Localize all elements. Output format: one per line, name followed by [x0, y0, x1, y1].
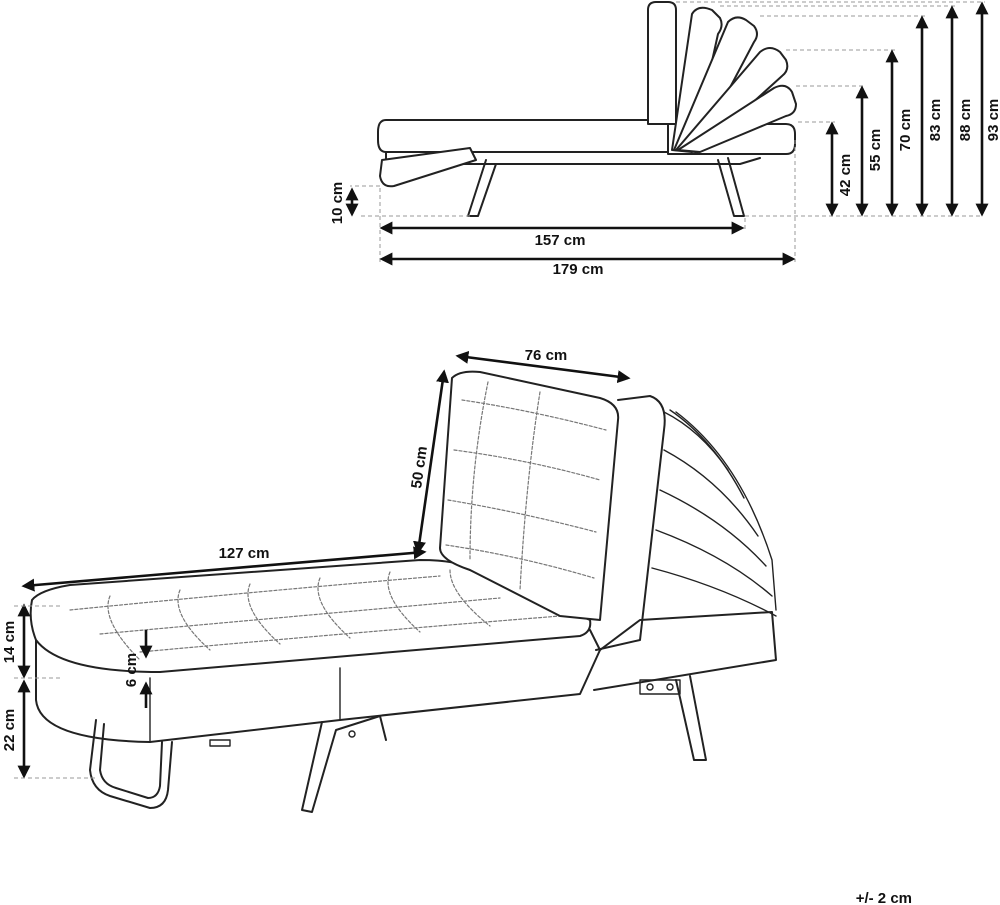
tolerance-note: +/- 2 cm: [856, 890, 912, 905]
label-22cm: 22 cm: [1, 709, 18, 752]
label-50cm: 50 cm: [408, 445, 431, 489]
side-view: 10 cm 157 cm 179 cm 42 cm 55 cm 70 cm 83…: [329, 1, 1000, 278]
persp-back-frame: [595, 395, 666, 651]
persp-backrest-tufting: [445, 381, 607, 591]
label-70cm: 70 cm: [897, 109, 914, 152]
label-127cm: 127 cm: [219, 545, 270, 562]
perspective-view: 76 cm 50 cm 127 cm 14 cm 6 cm 22 cm: [1, 347, 777, 813]
dim-127cm-arrow: [21, 546, 427, 592]
label-76cm: 76 cm: [525, 347, 568, 364]
persp-backrest-positions: [651, 409, 777, 617]
side-backrest: [647, 1, 677, 125]
side-backrest-positions: [671, 6, 797, 153]
persp-base: [35, 627, 601, 743]
side-leg-rest: [379, 147, 477, 188]
side-leg-right: [717, 157, 745, 217]
label-42cm: 42 cm: [837, 154, 854, 197]
dim-76cm-arrow: [455, 350, 631, 384]
side-seat-cushion: [377, 119, 671, 153]
side-leg-left: [467, 159, 497, 217]
label-14cm: 14 cm: [1, 621, 18, 664]
label-157cm: 157 cm: [535, 232, 586, 249]
persp-base-right: [593, 611, 777, 691]
label-55cm: 55 cm: [867, 129, 884, 172]
dim-50cm-arrow: [413, 369, 449, 555]
label-6cm: 6 cm: [123, 653, 140, 687]
label-93cm: 93 cm: [985, 99, 1000, 142]
label-10cm: 10 cm: [329, 182, 346, 225]
persp-leg-middle: [301, 715, 387, 813]
label-179cm: 179 cm: [553, 261, 604, 278]
persp-leg-rear: [675, 675, 707, 761]
label-88cm: 88 cm: [957, 99, 974, 142]
label-83cm: 83 cm: [927, 99, 944, 142]
